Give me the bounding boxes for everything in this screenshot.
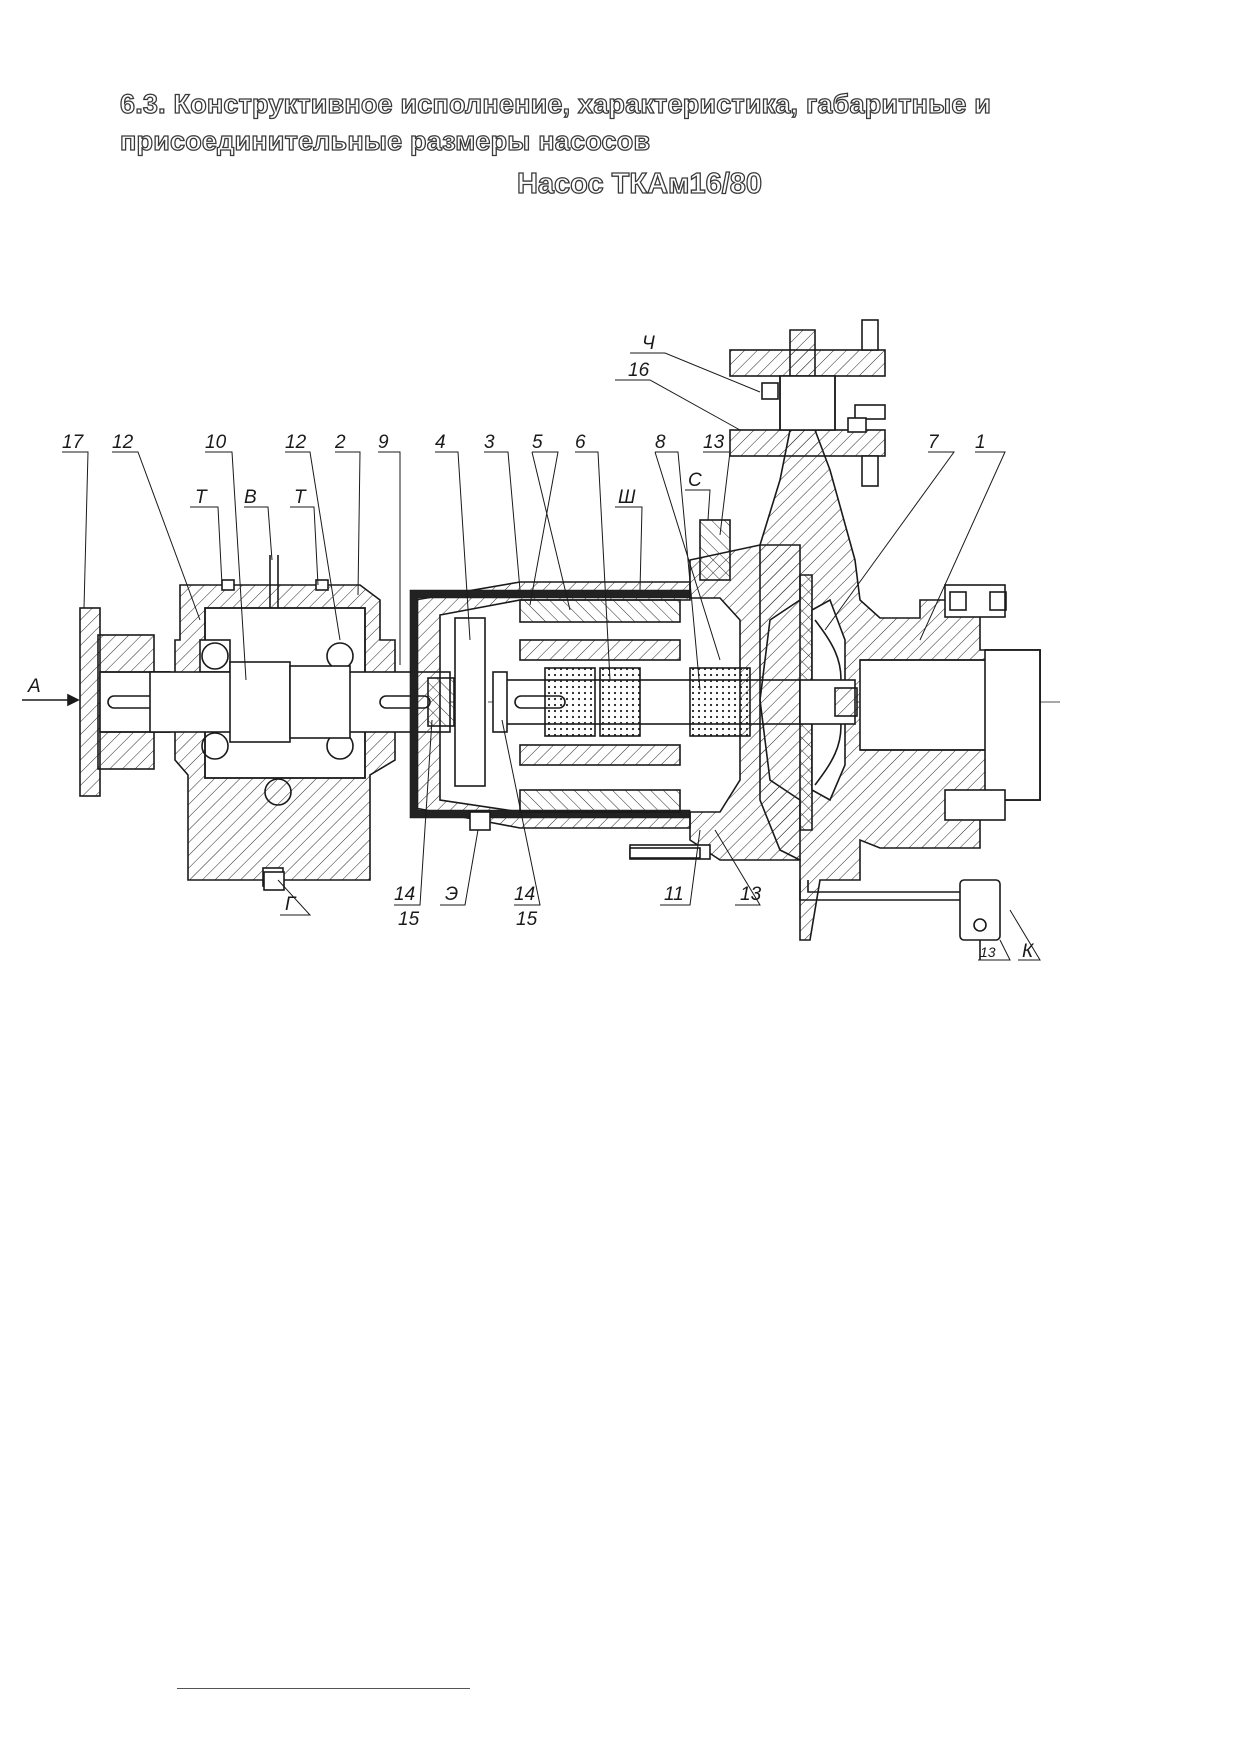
callout-t-right: Т (294, 487, 307, 508)
callout-4: 4 (435, 432, 446, 453)
callout-5: 5 (532, 432, 543, 453)
casing-studs (944, 584, 1007, 821)
callout-8: 8 (655, 432, 666, 453)
callout-1: 1 (975, 432, 986, 453)
callout-7: 7 (928, 432, 940, 453)
callout-11: 11 (664, 884, 684, 905)
callout-k: К (1022, 941, 1035, 962)
callout-16: 16 (628, 360, 650, 381)
callout-ch: Ч (642, 333, 655, 354)
pump-title: Насос ТКАм16/80 (516, 167, 763, 200)
callout-sh: Ш (618, 487, 636, 508)
callout-14-left: 14 (394, 884, 415, 905)
callout-t-left: Т (195, 487, 208, 508)
callout-labels: 17 12 10 12 2 9 4 3 5 6 8 13 7 1 Т В Т Ш… (27, 333, 1035, 962)
callout-9: 9 (378, 432, 389, 453)
pump-cross-section-drawing: 17 12 10 12 2 9 4 3 5 6 8 13 7 1 Т В Т Ш… (22, 319, 1060, 962)
drain-plug-g (263, 871, 285, 891)
drive-shaft (149, 661, 455, 743)
callout-13-bottom: 13 (740, 884, 762, 905)
section-heading: 6.3. Конструктивное исполнение, характер… (119, 86, 1120, 160)
callout-6: 6 (575, 432, 586, 453)
callout-v: В (244, 487, 257, 508)
callout-2: 2 (334, 432, 346, 453)
callout-3: 3 (484, 432, 495, 453)
flushing-pipe (799, 879, 1001, 960)
callout-13-pipe: 13 (980, 944, 996, 960)
discharge-flange (729, 319, 886, 487)
footnote-separator (177, 1688, 470, 1689)
callout-17: 17 (62, 432, 85, 453)
drain-plug-e (469, 811, 491, 831)
callout-15-left: 15 (398, 909, 420, 930)
callout-a: А (27, 676, 41, 697)
magnets (519, 599, 681, 813)
callout-s: С (688, 470, 702, 491)
heading-line-2: присоединительные размеры насосов (119, 125, 651, 156)
callout-13-top: 13 (703, 432, 725, 453)
impeller (799, 574, 858, 831)
heading-line-1: 6.3. Конструктивное исполнение, характер… (119, 88, 992, 119)
callout-15-right: 15 (516, 909, 538, 930)
leader-lines (62, 352, 1041, 961)
callout-14-right: 14 (514, 884, 535, 905)
callout-12: 12 (112, 432, 134, 453)
arrow-a (22, 693, 80, 707)
callout-10: 10 (205, 432, 227, 453)
callout-e: Э (445, 884, 458, 905)
callout-g: Г (285, 894, 297, 915)
callout-12-right: 12 (285, 432, 307, 453)
bolt-11 (629, 847, 701, 859)
